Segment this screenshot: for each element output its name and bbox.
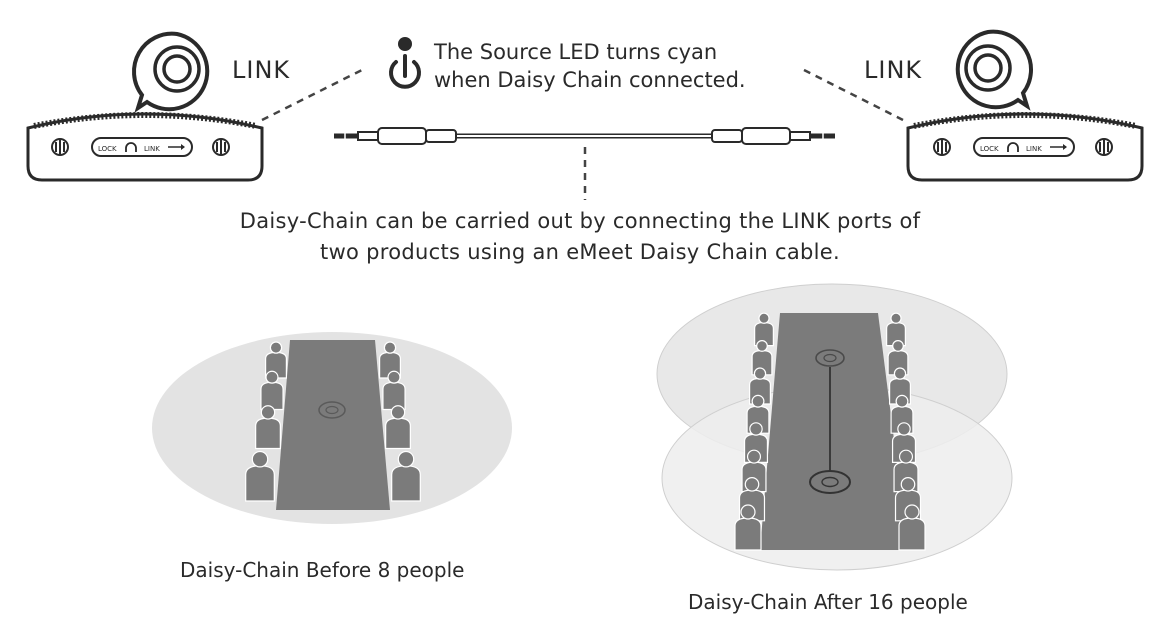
person-icon (886, 312, 906, 347)
room-after-16-people (656, 283, 1013, 571)
person-icon (385, 405, 411, 450)
person-icon (754, 312, 774, 347)
daisy-chain-description: Daisy-Chain can be carried out by connec… (180, 206, 980, 268)
speakerphone-right: LOCK LINK (906, 112, 1144, 182)
caption-before: Daisy-Chain Before 8 people (180, 558, 465, 582)
headphone-icon (125, 142, 137, 152)
link-label-right: LINK (864, 56, 923, 84)
speakerphone-top-view (809, 470, 851, 494)
lock-button-label: LOCK (980, 145, 999, 153)
person-icon (898, 504, 926, 551)
conference-table (760, 313, 908, 550)
person-icon (746, 394, 770, 434)
dashed-connectors (261, 68, 904, 200)
link-port-icon-left (131, 31, 210, 113)
person-icon (245, 450, 275, 502)
led-note-line2: when Daisy Chain connected. (434, 68, 746, 92)
caption-after: Daisy-Chain After 16 people (688, 590, 968, 614)
led-note: The Source LED turns cyan when Daisy Cha… (434, 38, 746, 94)
speakerphone-top-view (815, 349, 845, 367)
volume-icon (933, 138, 951, 156)
speakerphone-left: LOCK LINK (26, 112, 264, 182)
led-note-line1: The Source LED turns cyan (434, 40, 718, 64)
room-before-8-people (152, 332, 512, 524)
people-group (245, 341, 421, 502)
volume-icon (1095, 138, 1113, 156)
power-led-icon (389, 37, 421, 89)
person-icon (734, 504, 762, 551)
link-button-label: LINK (1026, 145, 1042, 153)
link-port-icon-right (955, 29, 1034, 111)
person-icon (391, 450, 421, 502)
person-icon (255, 405, 281, 450)
conference-table (276, 340, 390, 510)
volume-icon (212, 138, 230, 156)
person-icon (260, 370, 284, 411)
link-label-left: LINK (232, 56, 291, 84)
usb-icon (1050, 144, 1067, 150)
lock-button-label: LOCK (98, 145, 117, 153)
description-line1: Daisy-Chain can be carried out by connec… (239, 209, 921, 233)
usb-icon (168, 144, 185, 150)
people-group (734, 312, 926, 551)
speakerphone-top-view (318, 401, 346, 419)
volume-icon (51, 138, 69, 156)
link-button-label: LINK (144, 145, 160, 153)
description-line2: two products using an eMeet Daisy Chain … (320, 240, 840, 264)
headphone-icon (1007, 142, 1019, 152)
daisy-chain-cable (334, 127, 835, 145)
person-icon (382, 370, 406, 411)
